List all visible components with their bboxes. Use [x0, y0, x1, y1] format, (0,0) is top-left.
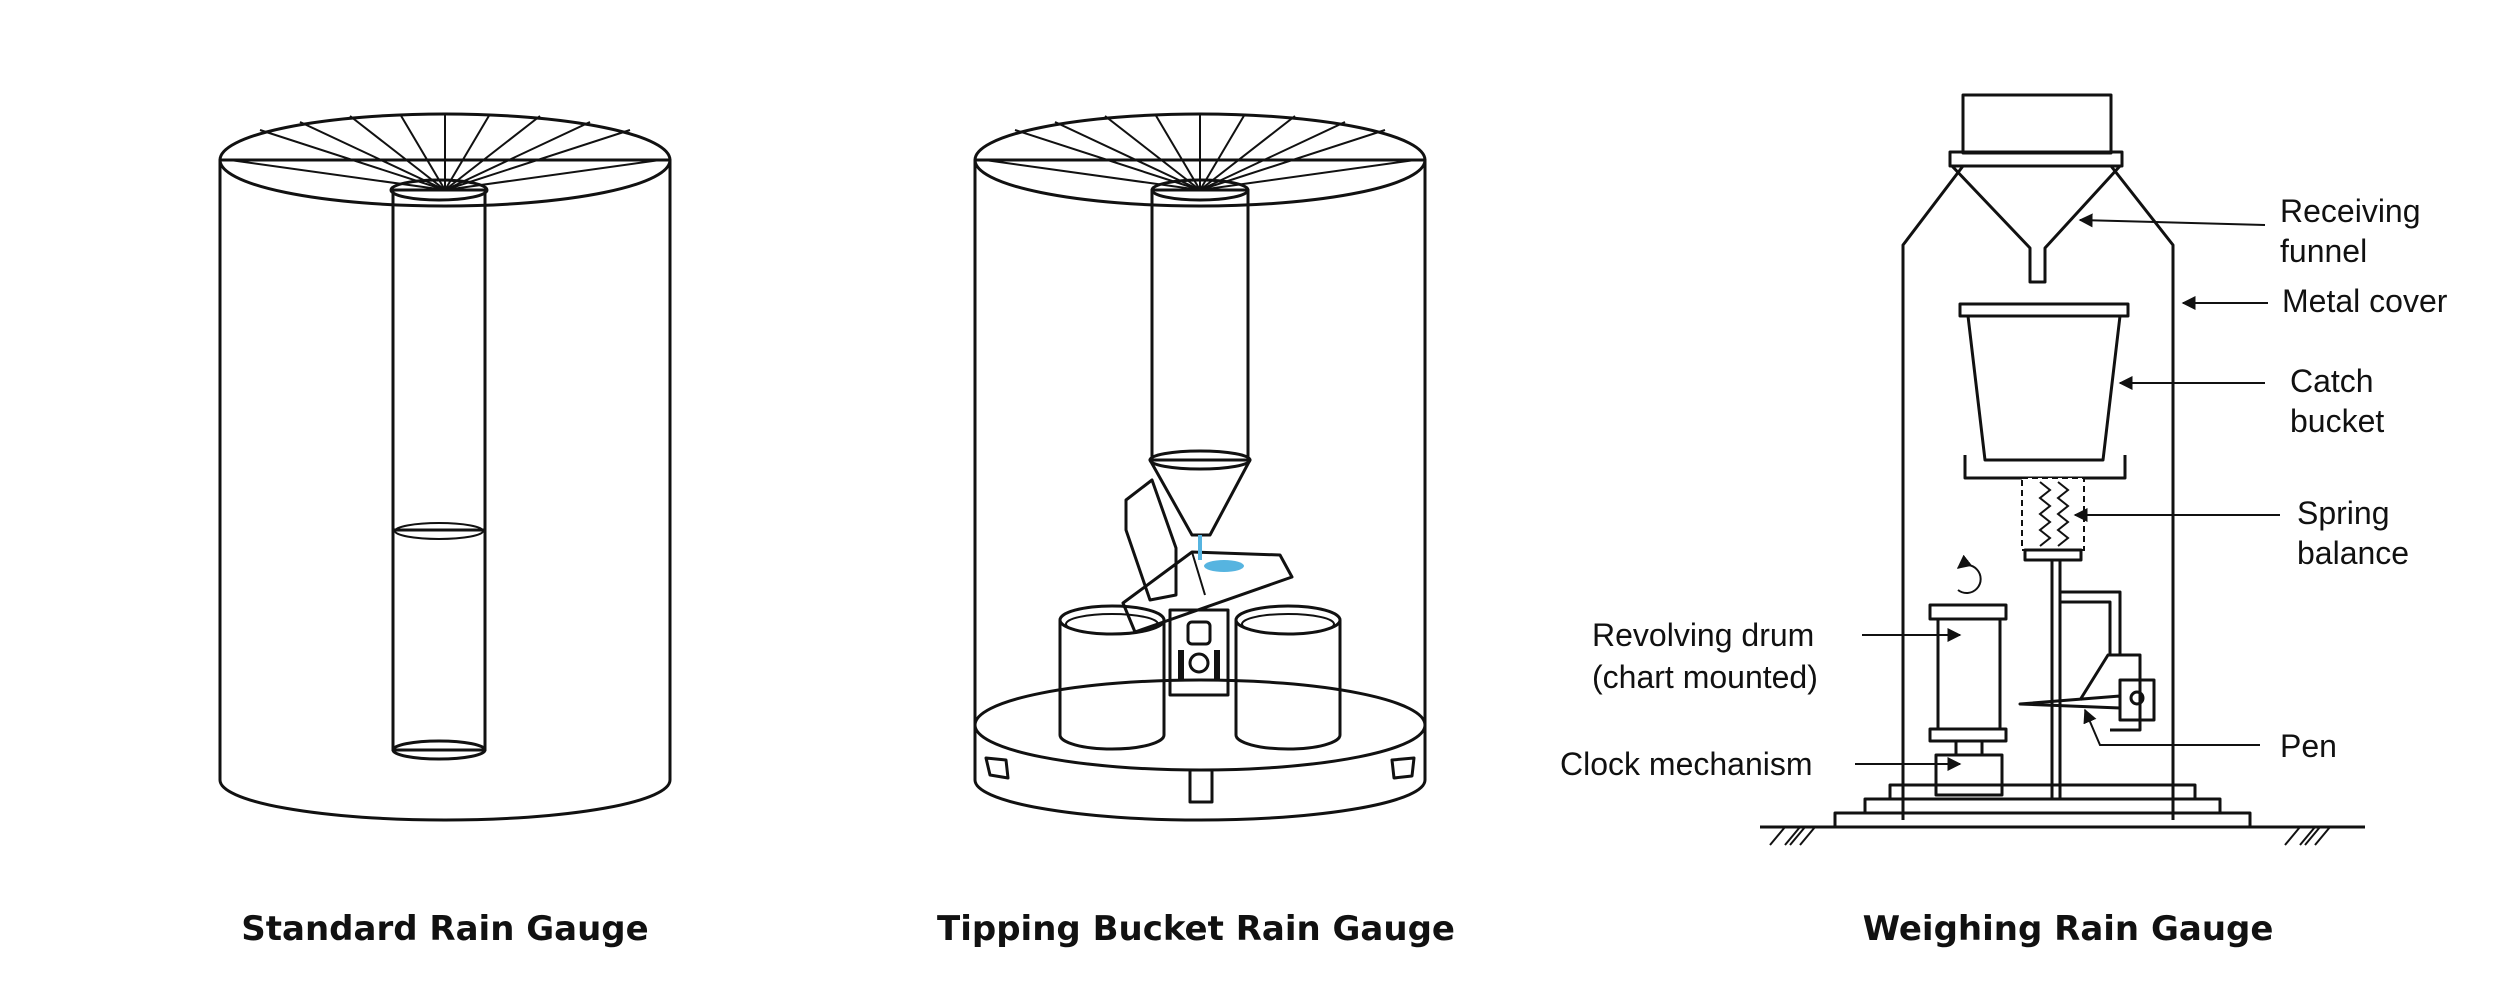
weighing-drum-top-cap	[1928, 603, 2008, 621]
weighing-clock-neck	[1954, 739, 1984, 757]
weighing-caption: Weighing Rain Gauge	[1863, 909, 2274, 949]
weighing-spring-housing	[2021, 477, 2085, 551]
weighing-funnel-rim	[1948, 150, 2124, 168]
weighing-top-collar	[1961, 93, 2113, 155]
tipping-foot-right	[1390, 756, 1416, 780]
standard-tube-bottom	[391, 739, 487, 761]
weighing-rain-gauge: Receiving funnel Metal cover Catch bucke…	[1560, 93, 2448, 949]
tipping-bucket	[1121, 550, 1294, 634]
weighing-step-bottom	[1833, 811, 2252, 829]
weighing-pen-pivot	[2129, 690, 2145, 706]
tipping-cone-rim	[1148, 449, 1252, 471]
tipping-right-container	[1234, 620, 1342, 751]
label-metal-cover: Metal cover	[2282, 283, 2448, 319]
label-spring-balance-line1: Spring	[2297, 495, 2390, 531]
tipping-funnel-opening	[1150, 178, 1250, 202]
weighing-spring-base	[2023, 548, 2083, 562]
standard-funnel-ribs	[229, 113, 661, 191]
tipping-pivot-axle	[1186, 620, 1212, 646]
weighing-pen-tip	[2018, 694, 2122, 710]
weighing-metal-cover	[1901, 165, 2175, 820]
weighing-bucket-rim	[1958, 302, 2130, 318]
weighing-drum-rotation-icon	[1956, 554, 1982, 594]
weighing-clock-mechanism	[1934, 753, 2004, 797]
standard-funnel-opening	[389, 178, 489, 202]
weighing-step-middle	[1863, 797, 2222, 815]
tipping-bucket-water	[1204, 560, 1244, 572]
weighing-pen-linkage	[2060, 590, 2122, 655]
tipping-left-water	[1065, 613, 1159, 635]
tipping-pivot-bracket-right	[1214, 650, 1220, 680]
weighing-ground-hatch-left	[1769, 826, 1816, 846]
label-revolving-drum-line2: (chart mounted)	[1592, 659, 1818, 695]
tipping-funnel-ribs	[984, 113, 1416, 191]
standard-caption: Standard Rain Gauge	[241, 909, 648, 949]
tipping-support-post	[1124, 478, 1178, 602]
standard-gauge-body	[218, 158, 672, 822]
weighing-spring-coil-left	[2038, 481, 2052, 547]
arrow-receiving-funnel	[2078, 213, 2266, 228]
tipping-left-container	[1058, 620, 1166, 751]
tipping-right-water	[1241, 613, 1335, 635]
label-catch-bucket-line2: bucket	[2290, 403, 2384, 439]
standard-water-surface	[394, 522, 484, 540]
weighing-pen-arm	[2078, 653, 2142, 732]
weighing-catch-bucket	[1966, 315, 2122, 462]
label-catch-bucket-line1: Catch	[2290, 363, 2374, 399]
tipping-bucket-rain-gauge: Tipping Bucket Rain Gauge	[937, 112, 1455, 949]
label-revolving-drum-line1: Revolving drum	[1592, 617, 1814, 653]
tipping-collector-cone	[1148, 458, 1252, 537]
weighing-ground-hatch-right	[2284, 826, 2331, 846]
tipping-bucket-divider	[1191, 551, 1206, 596]
weighing-bucket-tray	[1963, 455, 2127, 480]
label-clock-mechanism: Clock mechanism	[1560, 746, 1813, 782]
weighing-rod	[2050, 560, 2062, 800]
label-receiving-funnel-line1: Receiving	[2280, 193, 2421, 229]
standard-measuring-tube	[391, 188, 487, 752]
tipping-pivot-bolt	[1188, 652, 1210, 674]
tipping-foot-left	[984, 756, 1010, 780]
standard-rain-gauge: Standard Rain Gauge	[218, 112, 672, 949]
standard-water-column	[391, 528, 487, 752]
weighing-receiving-funnel	[1950, 164, 2122, 284]
weighing-pen-clamp	[2118, 678, 2156, 722]
label-pen: Pen	[2280, 728, 2337, 764]
tipping-caption: Tipping Bucket Rain Gauge	[937, 909, 1455, 949]
weighing-drum-bottom-cap	[1928, 727, 2008, 743]
tipping-foot-center	[1188, 768, 1214, 804]
tipping-pivot-bracket-left	[1178, 650, 1184, 680]
tipping-collector-tube	[1150, 188, 1250, 462]
tipping-gauge-body	[973, 158, 1427, 822]
label-spring-balance-line2: balance	[2297, 535, 2409, 571]
label-receiving-funnel-line2: funnel	[2280, 233, 2367, 269]
arrow-pen	[2083, 708, 2260, 746]
weighing-spring-coil-right	[2056, 481, 2070, 547]
